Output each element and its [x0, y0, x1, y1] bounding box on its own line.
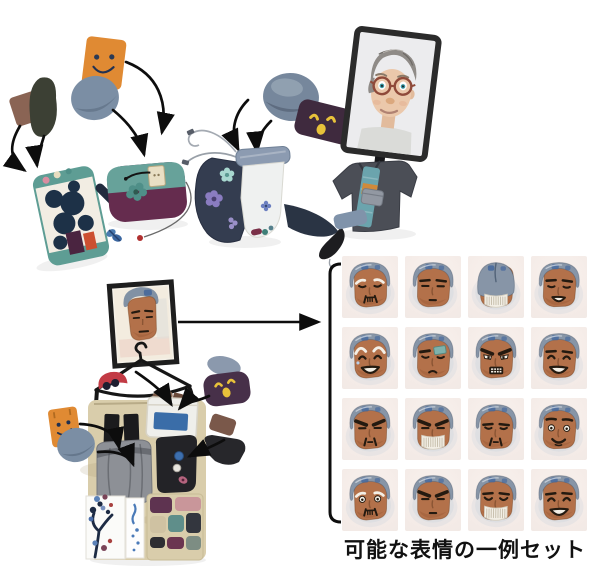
arrow	[246, 119, 273, 155]
arrow	[124, 60, 175, 136]
organizer-panel	[80, 390, 206, 561]
tree-print-fabric	[85, 494, 126, 560]
smiley-hat-pouch	[203, 356, 251, 407]
framed-face-painting	[106, 279, 180, 369]
expression-face-stern	[408, 475, 458, 528]
pouch-floral	[32, 166, 110, 266]
black-pocket	[155, 435, 197, 493]
expression-grid	[342, 256, 587, 531]
expression-cell-13-worried	[342, 469, 398, 531]
expression-cell-10-angry-beard	[405, 398, 461, 460]
expression-face-face-hidden	[471, 262, 521, 315]
expression-cell-11-displeased	[468, 398, 524, 460]
arrow	[177, 387, 211, 411]
expression-cell-7-furious-teeth	[468, 327, 524, 389]
flow-arrows-middle	[221, 98, 273, 155]
expression-cell-4-content-smile	[531, 256, 587, 318]
pouch-teal-purple	[106, 161, 187, 222]
material-olive-blob	[29, 77, 57, 137]
expression-face-crying-sad	[345, 262, 395, 315]
material-smiley-pouch	[294, 99, 358, 146]
arrow	[221, 98, 250, 153]
expression-face-big-smile	[534, 333, 584, 386]
expression-face-hurt-bandage	[408, 333, 458, 386]
expression-cell-8-big-smile	[531, 327, 587, 389]
expression-cell-1-crying-sad	[342, 256, 398, 318]
expression-face-sleepy-beard	[471, 475, 521, 528]
grid-bracket	[328, 262, 342, 524]
expression-face-surprised-smile	[534, 404, 584, 457]
arrow	[111, 108, 149, 158]
expression-face-furious-teeth	[471, 333, 521, 386]
expression-cell-15-sleepy-beard	[468, 469, 524, 531]
expression-cell-14-stern	[405, 469, 461, 531]
arrow	[186, 438, 226, 458]
flow-arrows-bottom	[78, 370, 226, 468]
mitten-sock-piece	[181, 128, 338, 243]
hanging-charm-string	[106, 181, 192, 242]
expression-cell-2-neutral	[405, 256, 461, 318]
material-black-mitt	[204, 435, 246, 465]
material-blue-blob-bottom	[57, 427, 95, 463]
material-blue-blob	[71, 75, 119, 121]
doll-tail	[319, 227, 345, 260]
expression-face-content-smile	[534, 262, 584, 315]
expression-grid-caption: 可能な表情の一例セット	[344, 539, 586, 562]
expression-cell-6-hurt-bandage	[405, 327, 461, 389]
avatar-face	[357, 49, 417, 155]
expression-cell-9-angry-frown	[342, 398, 398, 460]
expression-cell-3-face-hidden	[468, 256, 524, 318]
expression-cell-16-joyful	[531, 469, 587, 531]
expression-face-displeased	[471, 404, 521, 457]
expression-face-worried	[345, 475, 395, 528]
arrow	[25, 134, 46, 169]
flow-arrows-left	[2, 60, 175, 173]
expression-cell-5-pleading-grin	[342, 327, 398, 389]
expression-cell-12-surprised-smile	[531, 398, 587, 460]
expression-face-neutral	[408, 262, 458, 315]
expression-face-pleading-grin	[345, 333, 395, 386]
material-brown-patch-bottom	[209, 413, 237, 436]
expression-face-angry-frown	[345, 404, 395, 457]
arrow	[96, 442, 135, 468]
expression-face-joyful	[534, 475, 584, 528]
arrow	[134, 370, 173, 407]
arrow	[2, 124, 27, 173]
patchwork-fabric	[146, 493, 204, 561]
red-cap-sunglasses	[98, 371, 128, 390]
print-strip-fabric	[125, 497, 145, 559]
avatar-tablet	[340, 26, 442, 162]
avatar-tablet-doll	[319, 26, 442, 269]
expression-face-angry-beard	[408, 404, 458, 457]
